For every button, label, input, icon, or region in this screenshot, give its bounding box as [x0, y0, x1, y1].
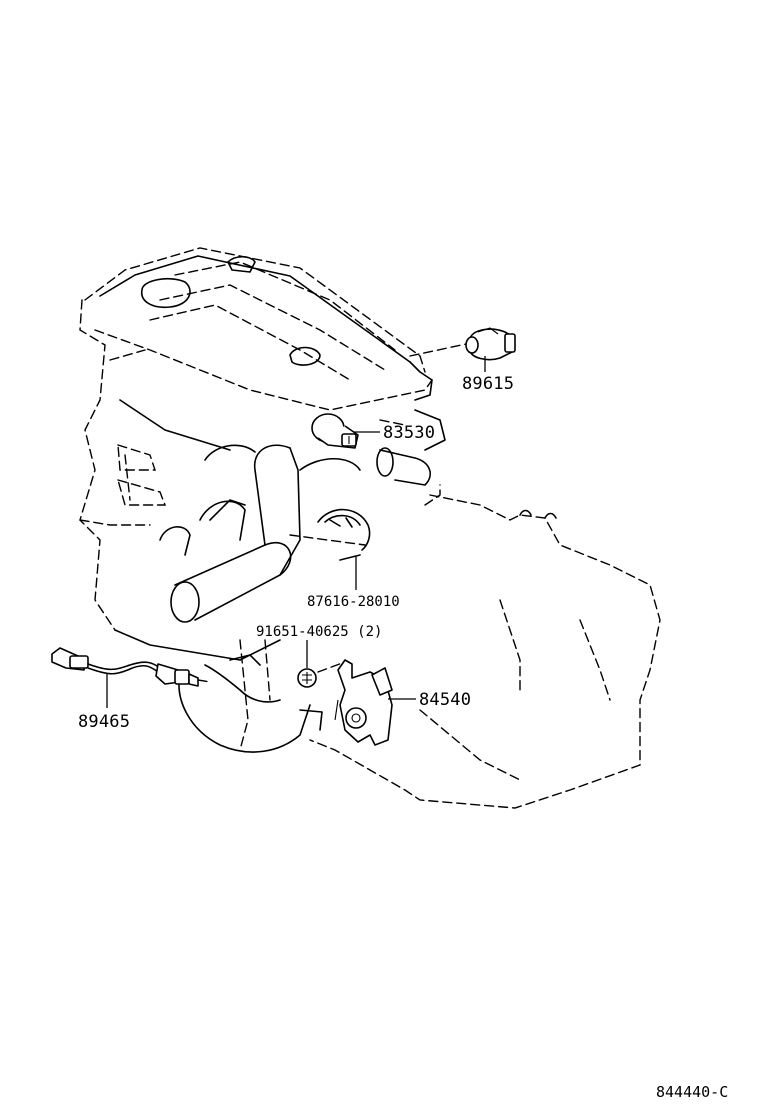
- engine-block-outline: [79, 247, 661, 809]
- callout-84540: 84540: [419, 690, 471, 710]
- exhaust-manifold: [178, 654, 323, 753]
- part-91651-bolt: [297, 668, 317, 688]
- callout-83530: 83530: [383, 423, 435, 443]
- guide-89615: [409, 343, 467, 357]
- guide-89465: [197, 679, 211, 683]
- callout-89615: 89615: [462, 374, 514, 394]
- part-87616-clip: [317, 508, 371, 561]
- callout-87616-28010: 87616-28010: [307, 594, 400, 610]
- guide-87616: [289, 534, 366, 546]
- callout-91651-40625: 91651-40625 (2): [256, 624, 382, 640]
- part-84540-switch: [334, 659, 393, 746]
- intake-pipe: [170, 444, 431, 623]
- guide-91651: [317, 661, 346, 673]
- figure-code: 844440-C: [656, 1083, 728, 1101]
- part-89615-sensor: [465, 327, 516, 361]
- part-83530-switch: [311, 413, 359, 449]
- callout-89465: 89465: [78, 712, 130, 732]
- part-89465-oxygen-sensor: [51, 647, 199, 687]
